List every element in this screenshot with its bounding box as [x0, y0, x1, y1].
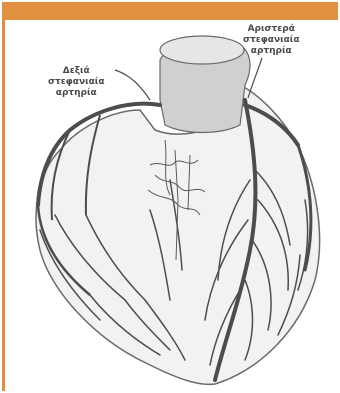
left-label-line-1: Αριστερά [243, 24, 300, 35]
left-label-line-2: στεφανιαία [243, 35, 300, 46]
right-label-line-1: Δεξιά [48, 66, 105, 77]
left-label-line-3: αρτηρία [243, 46, 300, 57]
right-coronary-artery-label: Δεξιά στεφανιαία αρτηρία [48, 66, 105, 99]
right-label-leader [115, 70, 150, 100]
aorta-opening [160, 36, 244, 64]
right-label-line-3: αρτηρία [48, 88, 105, 99]
right-label-line-2: στεφανιαία [48, 77, 105, 88]
left-coronary-artery-label: Αριστερά στεφανιαία αρτηρία [243, 24, 300, 57]
